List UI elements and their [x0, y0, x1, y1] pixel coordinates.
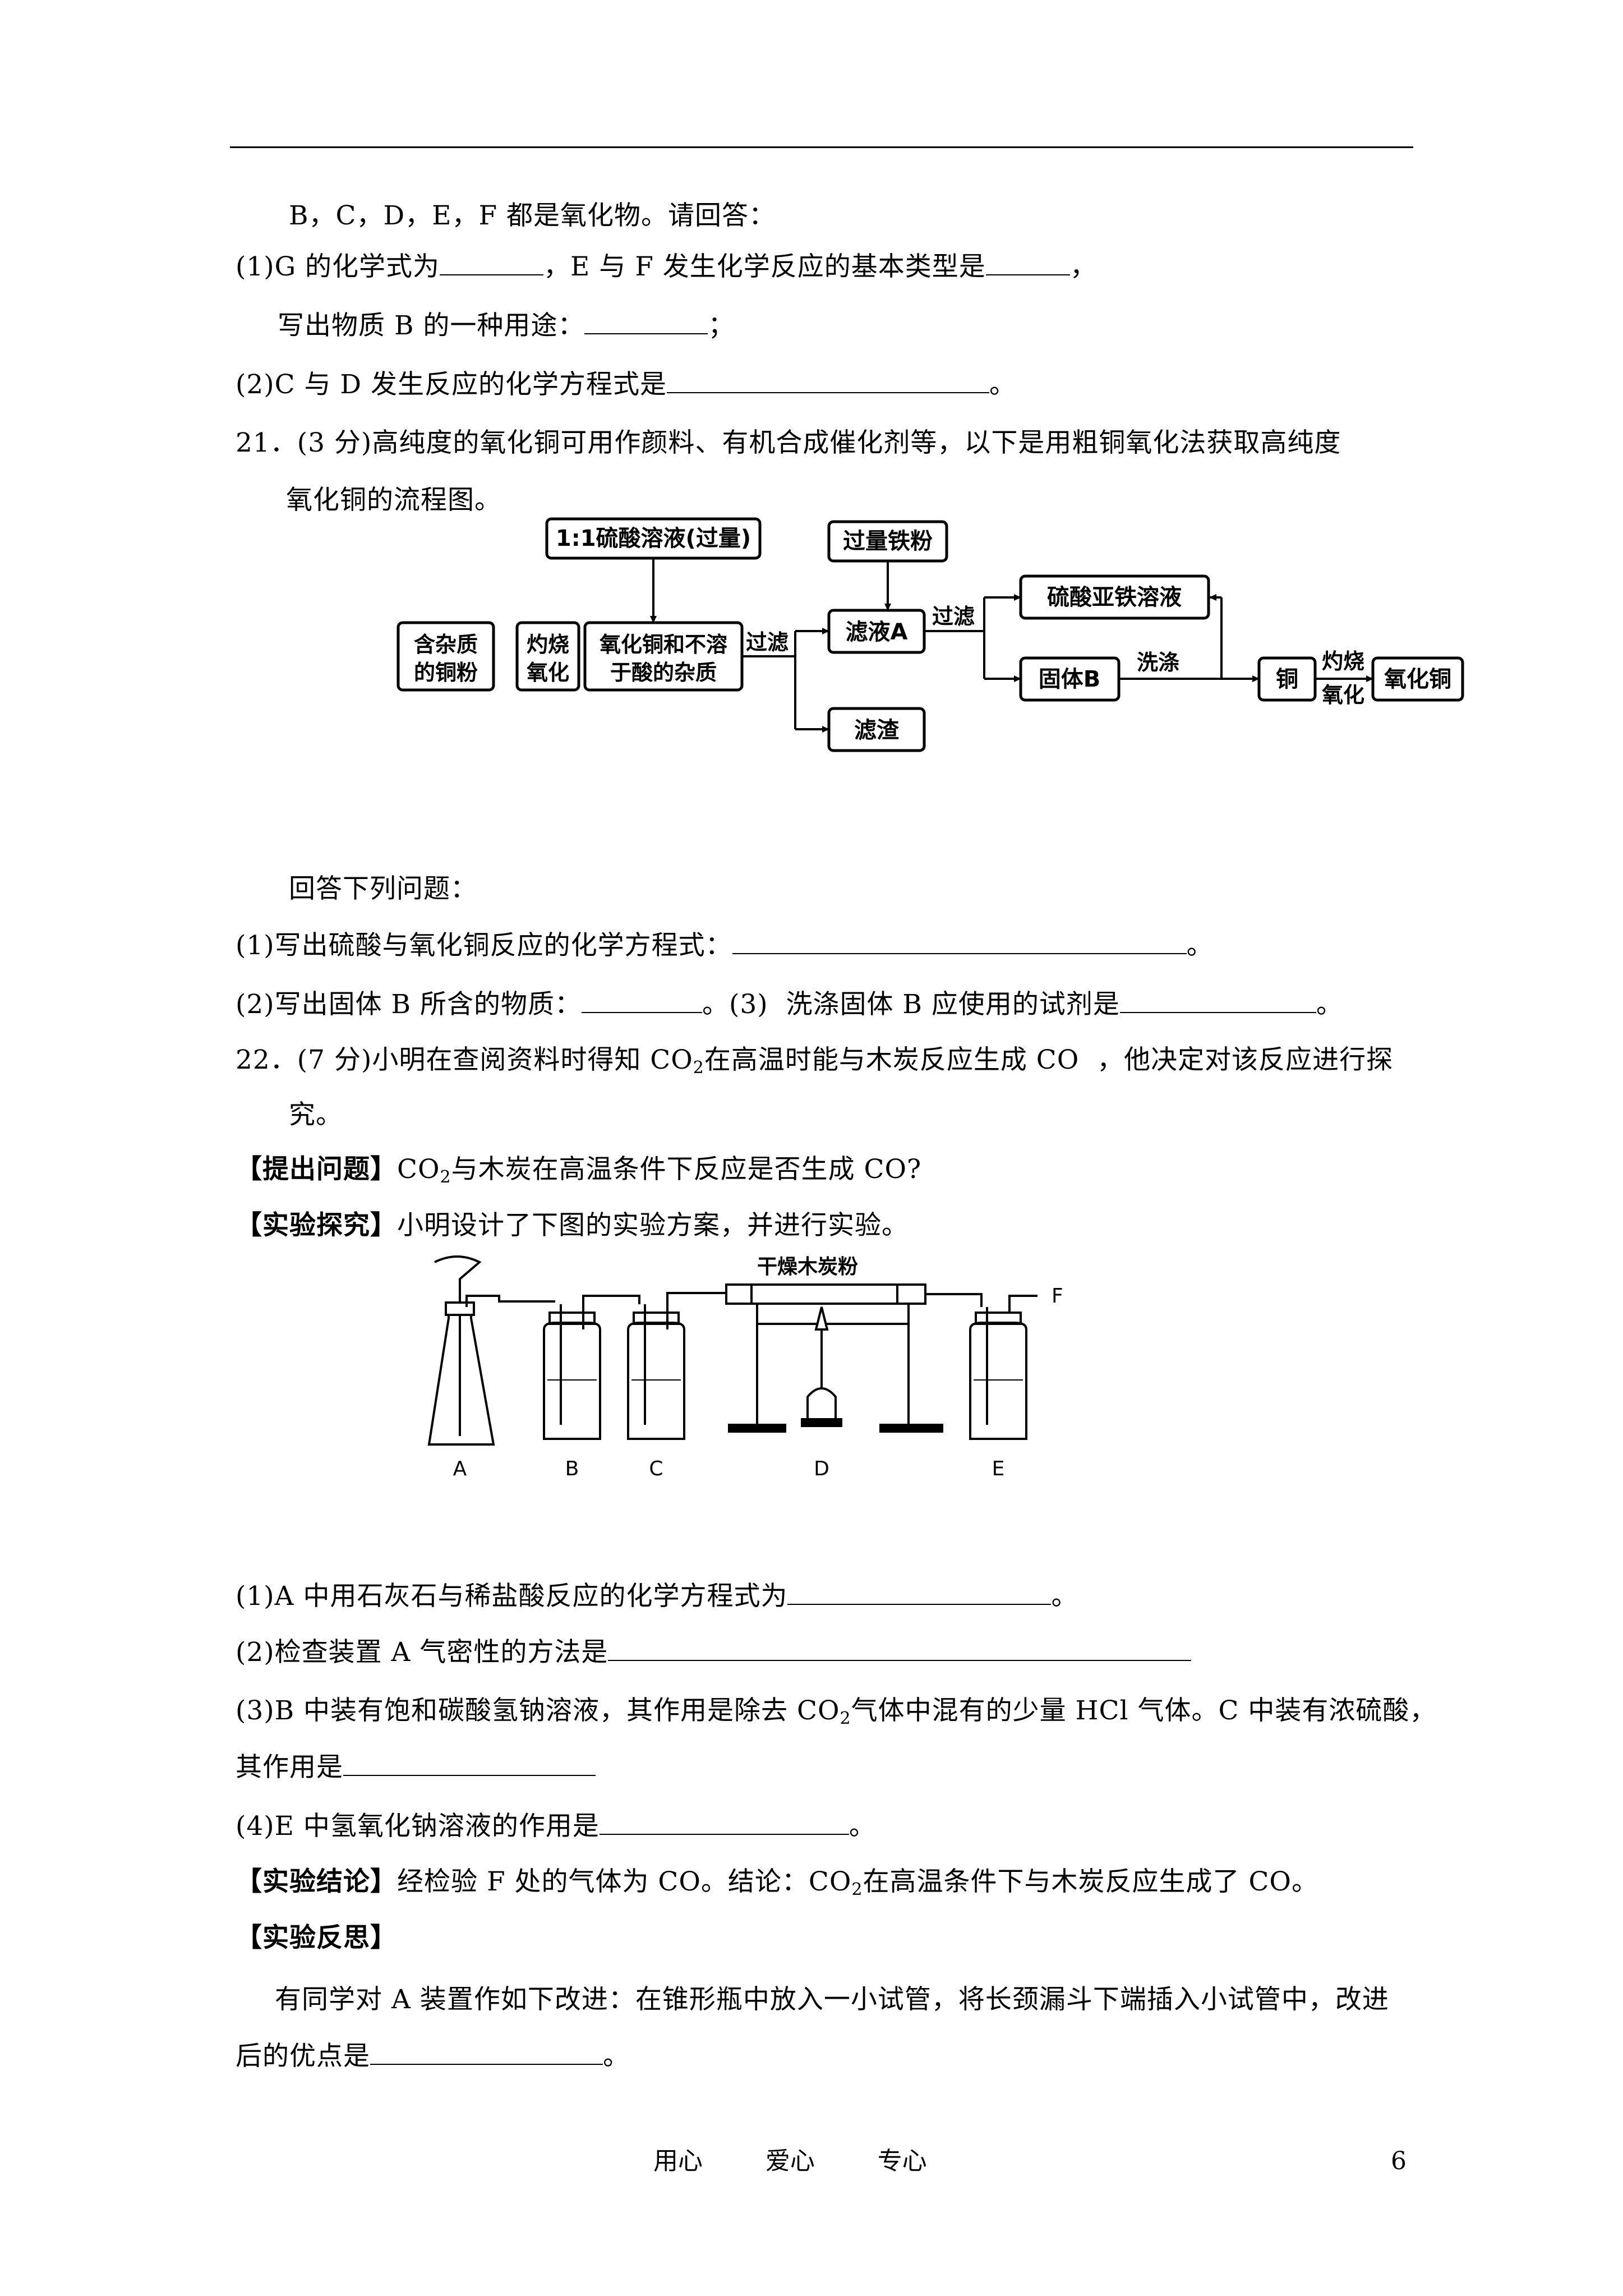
label-f: F: [1052, 1285, 1063, 1308]
burn-label-1: 灼烧: [527, 632, 569, 657]
answer-blank[interactable]: [1119, 987, 1316, 1013]
part-2-3: (2)写出固体 B 所含的物质：。(3) 洗涤固体 B 应使用的试剂是。: [236, 987, 1343, 1022]
oxidize-label-1: 氧化: [527, 660, 569, 685]
filter-label-1: 过滤: [746, 630, 789, 655]
reflection-line2: 后的优点是。: [236, 2039, 630, 2073]
residue-label: 滤渣: [854, 717, 900, 743]
answer-blank[interactable]: [732, 928, 1187, 954]
oxidize-label-2: 氧化: [1322, 683, 1364, 707]
label-c: C: [649, 1457, 663, 1480]
question-1: (1)G 的化学式为，E 与 F 发生化学反应的基本类型是，: [236, 250, 1097, 284]
start-label-2: 的铜粉: [414, 660, 478, 685]
raise-question: 【提出问题】CO2与木炭在高温条件下反应是否生成 CO?: [236, 1154, 922, 1187]
question-22-line1: 22．(7 分)小明在查阅资料时得知 CO2在高温时能与木炭反应生成 CO ，他…: [236, 1045, 1394, 1078]
label-d: D: [814, 1457, 829, 1480]
header-rule: [230, 146, 1413, 148]
cuo-label: 氧化铜: [1384, 666, 1451, 692]
answer-blank[interactable]: [599, 1809, 849, 1835]
burn-label-2: 灼烧: [1322, 649, 1364, 674]
mixture-label-1: 氧化铜和不溶: [600, 632, 727, 657]
wash-label: 洗涤: [1137, 650, 1179, 675]
answer-blank[interactable]: [608, 1635, 1192, 1661]
start-label-1: 含杂质: [414, 632, 478, 657]
answer-prompt: 回答下列问题：: [289, 873, 477, 904]
conclusion: 【实验结论】经检验 F 处的气体为 CO。结论：CO2在高温条件下与木炭反应生成…: [236, 1866, 1318, 1899]
experiment-q3-line2: 其作用是: [236, 1750, 596, 1784]
label-b: B: [565, 1457, 579, 1480]
solid-b-label: 固体B: [1039, 666, 1101, 692]
experiment-q2: (2)检查装置 A 气密性的方法是: [236, 1635, 1192, 1669]
page-number: 6: [1391, 2147, 1407, 2175]
cuo-box: [1371, 656, 1464, 702]
answer-blank[interactable]: [343, 1750, 596, 1776]
copper-label: 铜: [1276, 666, 1298, 692]
part-1: (1)写出硫酸与氧化铜反应的化学方程式：。: [236, 928, 1214, 963]
experiment-q4: (4)E 中氢氧化钠溶液的作用是。: [236, 1809, 876, 1843]
flowchart: 1:1硫酸溶液(过量) 含杂质 的铜粉 灼烧 氧化 氧化铜和不溶 于酸的杂质 过…: [396, 517, 1464, 752]
experiment-q3-line1: (3)B 中装有饱和碳酸氢钠溶液，其作用是除去 CO2气体中混有的少量 HCl …: [236, 1695, 1437, 1728]
burn-oxidize-box-1: [515, 621, 580, 692]
reflection-line1: 有同学对 A 装置作如下改进：在锥形瓶中放入一小试管，将长颈漏斗下端插入小试管中…: [275, 1984, 1389, 2015]
start-box: [396, 621, 495, 692]
iron-label: 过量铁粉: [843, 528, 933, 554]
label-a: A: [453, 1457, 467, 1480]
answer-blank[interactable]: [582, 987, 702, 1013]
footer-motto: 用心 爱心 专心: [653, 2147, 927, 2175]
apparatus-diagram: 干燥木炭粉 F A B C D E: [427, 1255, 1063, 1480]
mixture-label-2: 于酸的杂质: [610, 660, 717, 685]
experiment-intro: 【实验探究】小明设计了下图的实验方案，并进行实验。: [236, 1210, 909, 1241]
residue-box: [827, 707, 926, 752]
charcoal-label: 干燥木炭粉: [757, 1255, 858, 1278]
question-22-line2: 究。: [289, 1099, 343, 1130]
answer-blank[interactable]: [440, 250, 544, 275]
answer-blank[interactable]: [985, 250, 1070, 275]
question-21-line1: 21．(3 分)高纯度的氧化铜可用作颜料、有机合成催化剂等，以下是用粗铜氧化法获…: [236, 427, 1341, 458]
label-e: E: [992, 1457, 1005, 1480]
intro-line: B，C，D，E，F 都是氧化物。请回答：: [289, 200, 776, 231]
answer-blank[interactable]: [787, 1579, 1052, 1605]
question-1-use: 写出物质 B 的一种用途：；: [278, 309, 735, 343]
feso4-box: [1019, 574, 1210, 620]
filtrate-label: 滤液A: [846, 619, 908, 645]
question-2: (2)C 与 D 发生反应的化学方程式是。: [236, 367, 1016, 402]
answer-blank[interactable]: [370, 2039, 603, 2065]
answer-blank[interactable]: [584, 309, 708, 334]
filter-label-2: 过滤: [932, 604, 975, 629]
reflection-heading: 【实验反思】: [236, 1922, 397, 1953]
experiment-q1: (1)A 中用石灰石与稀盐酸反应的化学方程式为。: [236, 1579, 1078, 1613]
question-21-line2: 氧化铜的流程图。: [286, 485, 501, 516]
acid-label: 1:1硫酸溶液(过量): [556, 526, 751, 551]
answer-blank[interactable]: [667, 367, 990, 393]
feso4-label: 硫酸亚铁溶液: [1047, 585, 1182, 610]
